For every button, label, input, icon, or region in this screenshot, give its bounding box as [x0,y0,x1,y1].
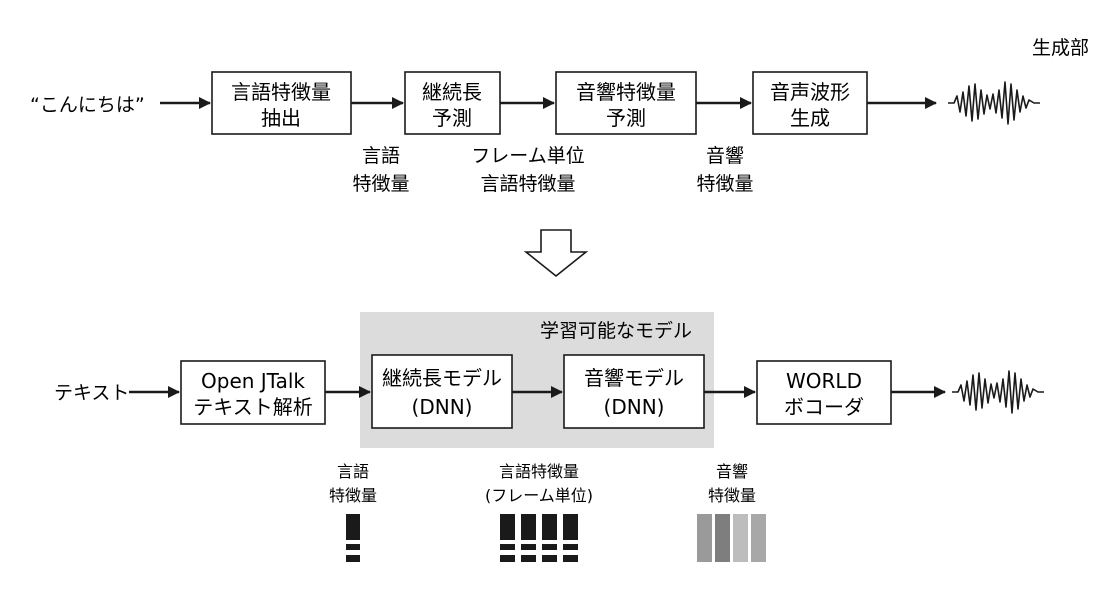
label-acoustic-features-top-line1: 音響 [706,145,744,167]
label-acoustic-features-top: 音響 特徴量 [696,145,753,195]
down-arrow-icon [523,229,589,278]
label-frame-linguistic-features-top-line2: 言語特徴量 [480,173,575,195]
box-duration-model-line1: 継続長モデル [382,366,502,390]
label-linguistic-features-top-line1: 言語 [362,145,400,167]
section-label-generation: 生成部 [1032,37,1089,59]
label-frame-linguistic-features-bottom: 言語特徴量 (フレーム単位) [485,462,593,505]
label-acoustic-features-bottom-line2: 特徴量 [708,486,756,505]
box-duration-prediction-line1: 継続長 [422,80,482,104]
box-duration-prediction: 継続長 予測 [404,71,501,135]
box-open-jtalk-line2: テキスト解析 [193,395,312,419]
label-linguistic-features-top: 言語 特徴量 [352,145,409,195]
box-world-vocoder: WORLD ボコーダ [756,360,892,425]
waveform-icon-bottom [952,370,1044,414]
label-linguistic-features-bottom-line2: 特徴量 [329,486,377,505]
label-linguistic-features-bottom: 言語 特徴量 [329,462,377,505]
box-acoustic-model: 音響モデル (DNN) [563,354,705,429]
box-open-jtalk-line1: Open JTalk [201,369,305,393]
label-frame-linguistic-features-top-line1: フレーム単位 [471,145,584,167]
label-frame-linguistic-features-top: フレーム単位 言語特徴量 [471,145,584,195]
box-acoustic-feature-prediction-line2: 予測 [606,106,646,130]
box-open-jtalk: Open JTalk テキスト解析 [180,360,326,425]
label-linguistic-features-top-line2: 特徴量 [352,173,409,195]
box-linguistic-feature-extraction-line1: 言語特徴量 [231,80,331,104]
box-linguistic-feature-extraction-line2: 抽出 [261,106,301,130]
box-duration-prediction-line2: 予測 [432,106,472,130]
box-world-vocoder-line2: ボコーダ [784,395,864,419]
frame-linguistic-feature-matrix-icon [500,514,578,562]
box-linguistic-feature-extraction: 言語特徴量 抽出 [211,71,352,135]
acoustic-feature-frames-icon [697,514,766,562]
box-waveform-generation-line1: 音声波形 [770,80,850,104]
box-acoustic-feature-prediction: 音響特徴量 予測 [555,71,697,135]
box-duration-model: 継続長モデル (DNN) [371,354,513,429]
box-acoustic-model-line2: (DNN) [604,395,665,419]
box-duration-model-line2: (DNN) [412,395,473,419]
input-text-konnichiwa: “こんにちは” [30,94,145,116]
box-waveform-generation: 音声波形 生成 [752,71,868,135]
label-linguistic-features-bottom-line1: 言語 [337,462,369,481]
label-frame-linguistic-features-bottom-line2: (フレーム単位) [485,486,593,505]
box-acoustic-model-line1: 音響モデル [584,366,684,390]
box-acoustic-feature-prediction-line1: 音響特徴量 [576,80,676,104]
linguistic-feature-vector-icon [346,514,360,562]
box-waveform-generation-line2: 生成 [790,106,830,130]
waveform-icon [948,81,1040,125]
input-text-tekisuto: テキスト [54,382,129,404]
trainable-region-label: 学習可能なモデル [540,320,692,342]
label-acoustic-features-bottom: 音響 特徴量 [708,462,756,505]
label-acoustic-features-top-line2: 特徴量 [696,173,753,195]
label-acoustic-features-bottom-line1: 音響 [716,462,748,481]
label-frame-linguistic-features-bottom-line1: 言語特徴量 [499,462,579,481]
box-world-vocoder-line1: WORLD [786,369,862,393]
